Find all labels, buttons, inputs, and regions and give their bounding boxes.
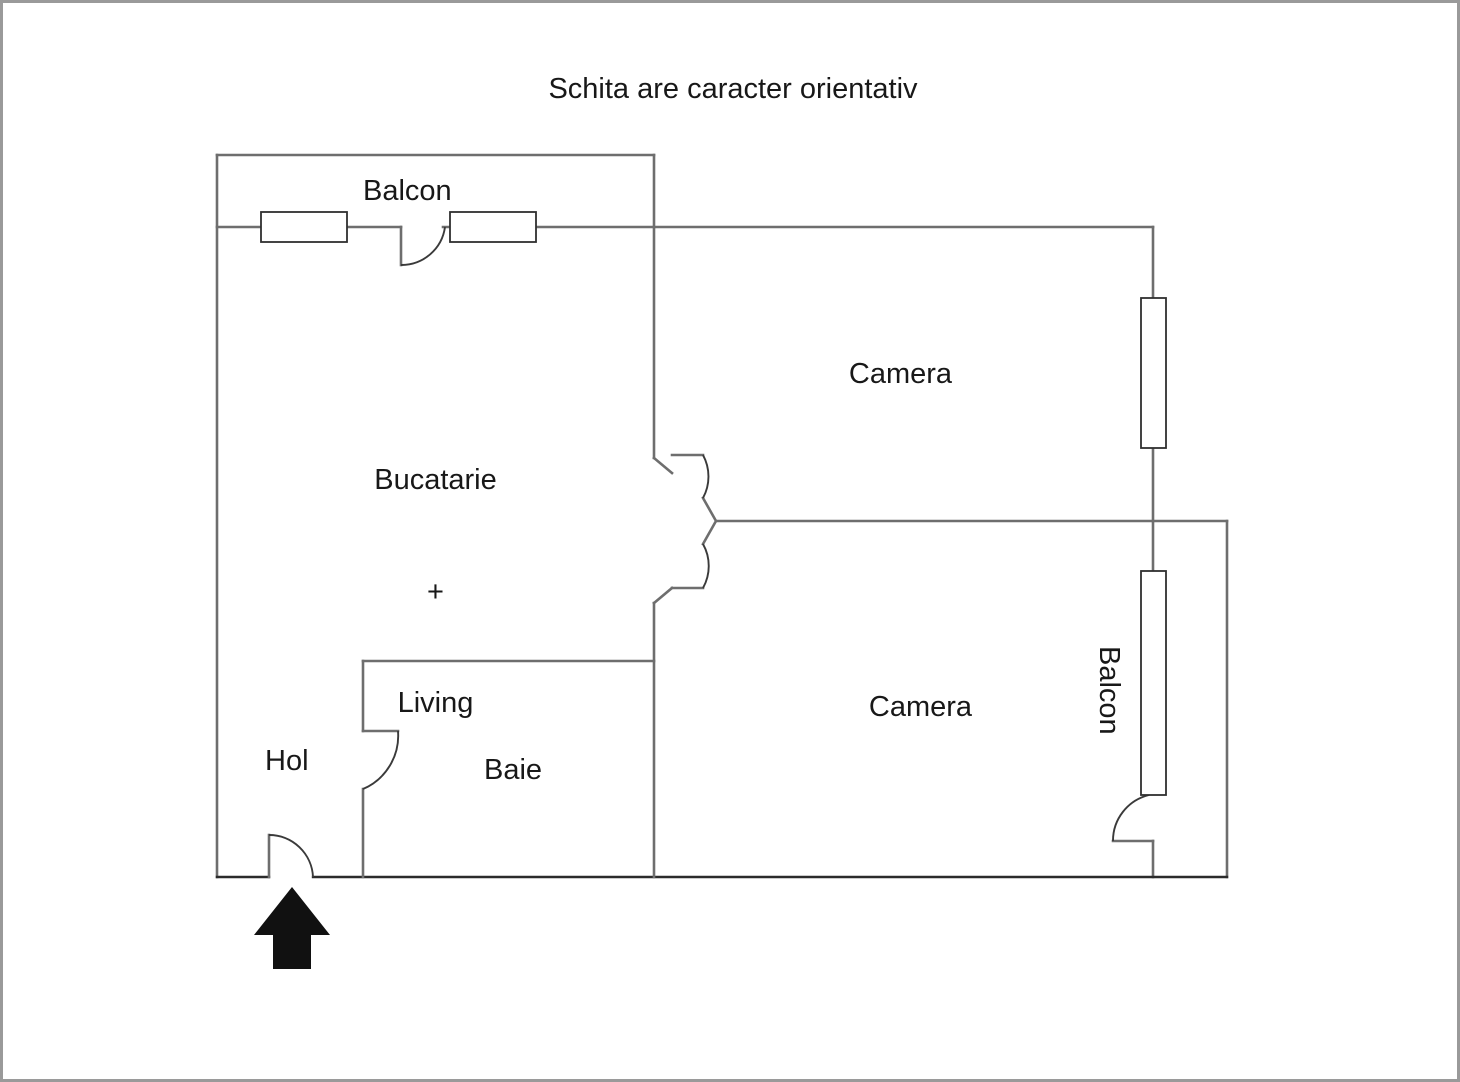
door-arc-balcony-top (400, 226, 446, 266)
room-label-balcon-top: Balcon (363, 175, 452, 207)
entrance-direction-arrow (254, 887, 330, 969)
door-arc-balcony-right (1112, 794, 1150, 842)
wall-center-jog-upper (652, 456, 674, 475)
room-label-bucatarie-line3: Living (397, 686, 474, 719)
wall-center-jog-lower (652, 586, 674, 605)
room-label-camera-lower: Camera (868, 691, 973, 723)
window-top-right (449, 211, 537, 243)
window-top-left (260, 211, 348, 243)
wall-center-jog-mid-upper (701, 496, 718, 523)
room-label-bucatarie-living: Bucatarie + Living (303, 388, 568, 796)
door-arc-camera-lower (702, 543, 710, 589)
room-label-baie: Baie (484, 754, 543, 786)
room-label-bucatarie-plus: + (427, 575, 444, 608)
door-arc-entrance (268, 834, 314, 878)
floor-plan-drawing (215, 153, 1229, 969)
room-label-camera-upper: Camera (848, 358, 953, 390)
room-label-bucatarie-line1: Bucatarie (374, 464, 497, 497)
door-arc-camera-upper (702, 454, 710, 499)
wall-center-jog-mid-lower (701, 519, 718, 546)
window-balcony-right (1140, 570, 1167, 796)
room-label-hol: Hol (265, 745, 309, 777)
window-camera-upper (1140, 297, 1167, 449)
page-title: Schita are caracter orientativ (548, 73, 918, 105)
door-arc-bathroom (362, 730, 400, 790)
room-label-balcon-right: Balcon (1093, 646, 1125, 735)
